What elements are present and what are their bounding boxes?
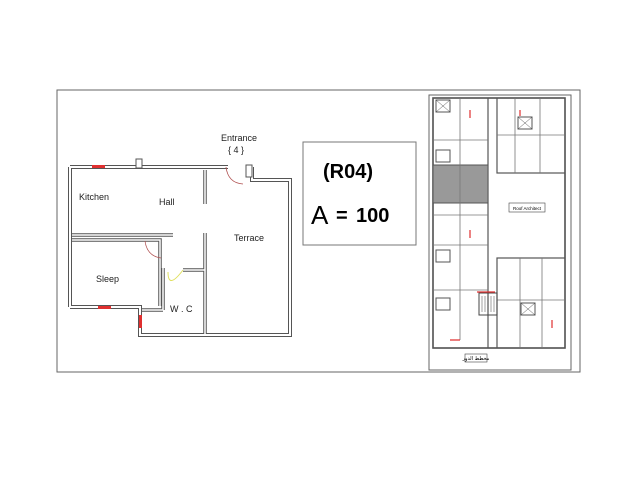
floor-plan-title: مخطط الدور [462,356,490,362]
room-wc: W . C [170,304,193,314]
window [92,165,105,168]
area-value: 100 [356,205,389,227]
info-box: (R04) A = 100 [302,141,417,246]
floor-plan: Roof Architect مخطط الدور [428,94,572,371]
entrance-number: { 4 } [228,145,244,155]
area-label: A [311,200,329,230]
window [139,315,142,328]
wc-door-swing [167,269,184,281]
room-kitchen: Kitchen [79,192,109,202]
sheet-frame [56,89,581,373]
unit-code: (R04) [323,161,373,183]
room-terrace: Terrace [234,233,264,243]
chimney [135,158,143,169]
room-hall: Hall [159,197,175,207]
room-sleep: Sleep [96,274,119,284]
center-label: Roof Architect [513,206,542,211]
entrance-door-swing [225,166,244,185]
window [98,306,111,309]
sleep-door-swing [144,240,162,259]
area-equals: = [336,205,348,227]
entrance-label: Entrance [221,133,257,143]
unit-plan: Entrance { 4 } Kitchen Hall Terrace Slee… [68,133,292,337]
